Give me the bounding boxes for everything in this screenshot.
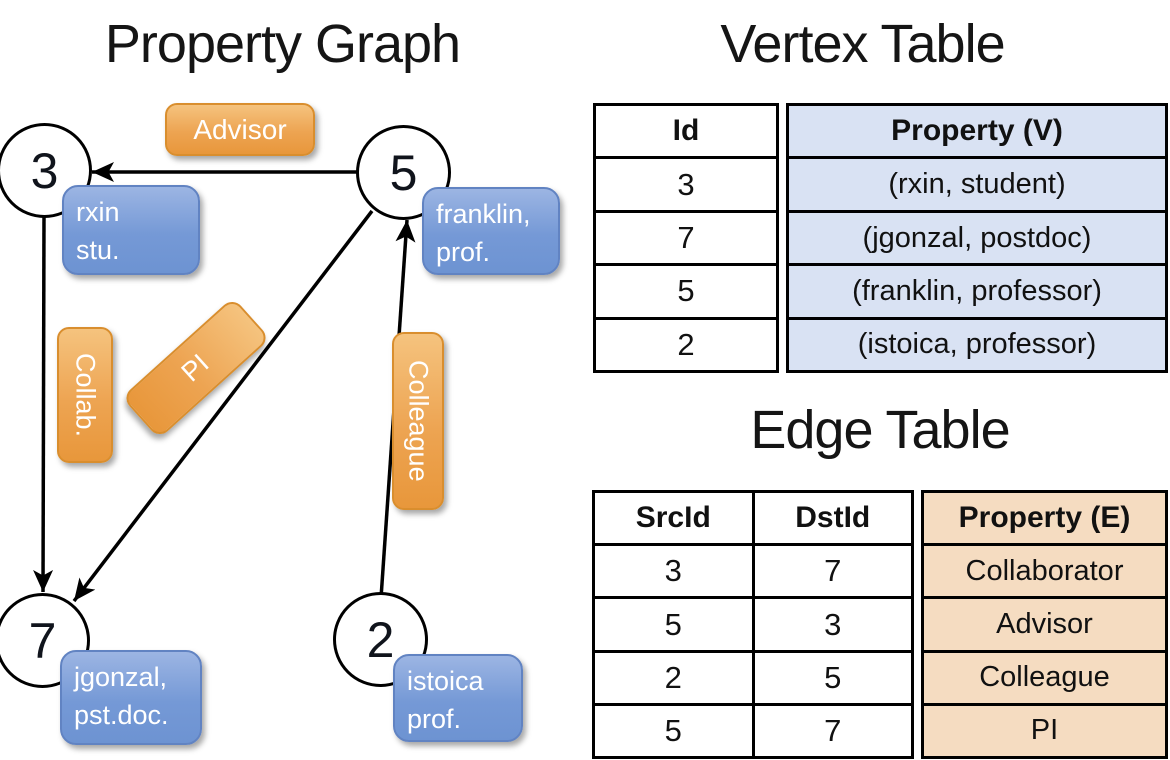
vertex-table-id-cell: 2	[677, 326, 695, 362]
vertex-table-id-column: Id 3 7 5 2	[593, 103, 779, 373]
edge-table-src-cell: 5	[664, 712, 682, 748]
vertex-property-line: jgonzal,	[74, 662, 168, 692]
vertex-property-line: prof.	[436, 236, 491, 267]
vertex-property-box-7: jgonzal, pst.doc.	[60, 650, 202, 745]
edge-table-id-columns: SrcId DstId 3 7 5 3 2 5 5 7	[592, 490, 914, 759]
vertex-property-box-5: franklin, prof.	[422, 187, 560, 275]
edge-label-pi-text: PI	[176, 347, 216, 388]
edge-table-property-cell: Advisor	[996, 608, 1093, 640]
vertex-property-line: prof.	[407, 703, 462, 734]
vertex-property-line: istoica	[407, 666, 484, 696]
edge-line-5-7	[72, 209, 374, 603]
edge-table-property-cell: PI	[1030, 714, 1059, 747]
edge-table-dst-cell: 5	[751, 652, 912, 703]
edge-table-title: Edge Table	[750, 400, 1010, 460]
edge-label-collab: Collab.	[57, 327, 113, 463]
vertex-property-box-2: istoica prof.	[393, 654, 523, 742]
vertex-table-id-cell: 7	[677, 220, 695, 256]
vertex-table-property-column: Property (V) (rxin, student) (jgonzal, p…	[786, 103, 1168, 373]
edge-table-dst-cell: 7	[751, 546, 912, 597]
edge-table-dst-cell: 7	[751, 705, 912, 757]
edge-table-dst-cell: 3	[751, 599, 912, 650]
edge-table-src-cell: 2	[664, 659, 682, 695]
vertex-table-header-property: Property (V)	[891, 114, 1063, 148]
vertex-table-id-cell: 3	[677, 166, 695, 202]
vertex-table-id-cell: 5	[677, 273, 695, 309]
vertex-table-property-cell: (jgonzal, postdoc)	[862, 221, 1092, 254]
node-id: 2	[366, 611, 395, 668]
edge-line-3-7	[33, 215, 54, 593]
vertex-table-property-cell: (istoica, professor)	[857, 328, 1097, 361]
vertex-table-header-id: Id	[672, 114, 700, 148]
edge-table-property-column: Property (E) Collaborator Advisor Collea…	[921, 490, 1168, 759]
property-graph-title: Property Graph	[104, 14, 461, 74]
edge-table-property-cell: Collaborator	[965, 554, 1124, 587]
edge-table-property-cell: Colleague	[979, 661, 1110, 694]
edge-table-src-cell: 5	[664, 606, 682, 642]
vertex-property-line: rxin	[76, 197, 120, 227]
edge-table-src-cell: 3	[664, 553, 682, 589]
vertex-property-line: stu.	[76, 234, 120, 265]
edge-label-advisor: Advisor	[165, 103, 315, 156]
vertex-table-title: Vertex Table	[720, 14, 1005, 74]
vertex-property-line: franklin,	[436, 199, 531, 229]
edge-table-header-srcid: SrcId	[635, 501, 711, 535]
edge-label-colleague: Colleague	[392, 332, 444, 510]
vertex-table-property-cell: (franklin, professor)	[852, 274, 1102, 307]
vertex-property-line: pst.doc.	[74, 699, 169, 730]
vertex-property-box-3: rxin stu.	[62, 185, 200, 275]
node-id: 7	[28, 612, 57, 669]
edge-table-header-dstid: DstId	[751, 493, 912, 544]
node-id: 5	[389, 144, 418, 201]
edge-table-header-property: Property (E)	[958, 501, 1131, 535]
vertex-table-property-cell: (rxin, student)	[888, 168, 1066, 201]
node-id: 3	[30, 142, 59, 199]
